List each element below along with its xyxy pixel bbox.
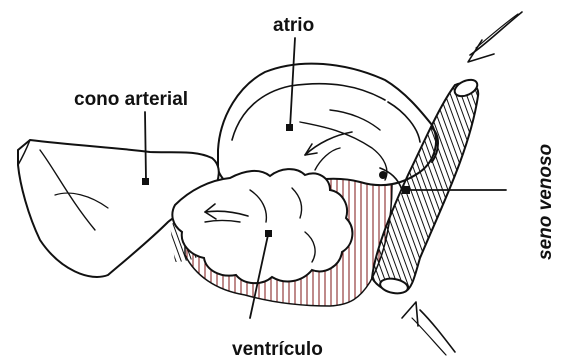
label-seno-venoso: seno venoso — [535, 144, 556, 260]
label-atrio: atrio — [273, 15, 314, 36]
label-cono-arterial: cono arterial — [74, 89, 188, 110]
leader-cono — [145, 112, 146, 180]
arrow-top-right — [470, 12, 522, 55]
label-ventriculo: ventrículo — [232, 339, 323, 360]
